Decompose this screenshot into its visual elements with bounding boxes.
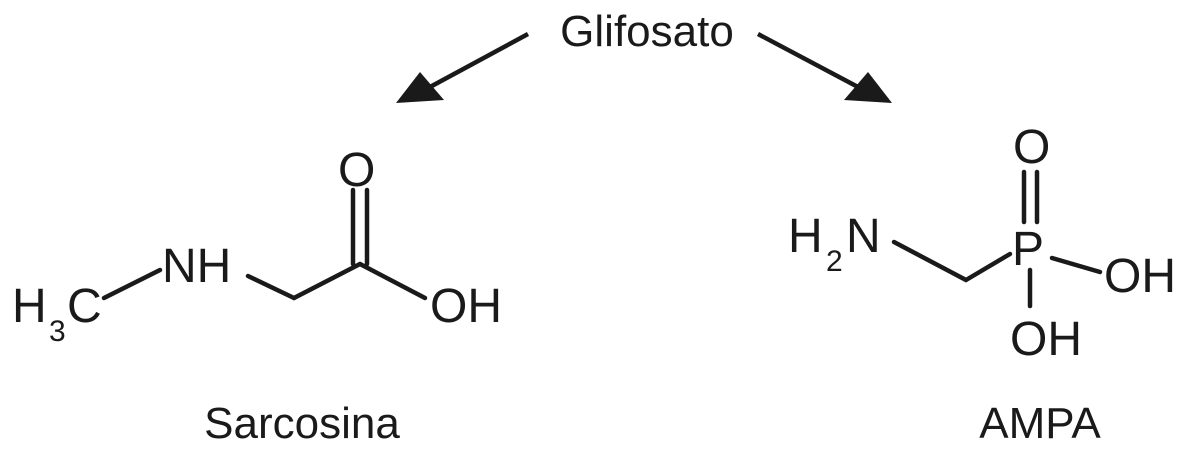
arrow-to-sarcosine	[396, 32, 530, 103]
hydroxyl-oh: OH	[430, 280, 502, 333]
sarcosine-name: Sarcosina	[204, 399, 400, 448]
ampa-name: AMPA	[979, 399, 1101, 448]
carbonyl-oxygen: O	[338, 144, 375, 197]
bond-carboxyl-hydroxyl	[357, 261, 428, 301]
bond-amine-methylene	[891, 239, 969, 283]
sarcosine-structure: H 3 C NH O OH Sarcosina	[12, 144, 502, 448]
hydroxyl-bottom: OH	[1010, 313, 1082, 366]
methyl-subscript: 3	[49, 315, 66, 348]
amine-nh: NH	[162, 240, 231, 293]
arrow-to-ampa	[756, 32, 892, 103]
methyl-c: C	[67, 280, 102, 333]
ampa-structure: H 2 N P O OH OH AMPA	[788, 121, 1176, 448]
bond-methylene-phosphorus	[963, 251, 1013, 283]
bond-methylene-carboxyl	[291, 261, 363, 301]
hydroxyl-right: OH	[1104, 250, 1176, 303]
glyphosate-label: Glifosato	[560, 7, 734, 56]
amine-h: H	[788, 210, 823, 263]
phosphoryl-oxygen: O	[1013, 121, 1050, 174]
bond-methyl-amine	[101, 267, 163, 301]
bond-phosphorus-hydroxyl-right	[1049, 255, 1103, 275]
amine-n: N	[846, 210, 881, 263]
bond-amine-methylene	[245, 273, 297, 301]
phosphorus-p: P	[1012, 223, 1044, 276]
methyl-h: H	[12, 280, 47, 333]
amine-subscript: 2	[826, 245, 843, 278]
